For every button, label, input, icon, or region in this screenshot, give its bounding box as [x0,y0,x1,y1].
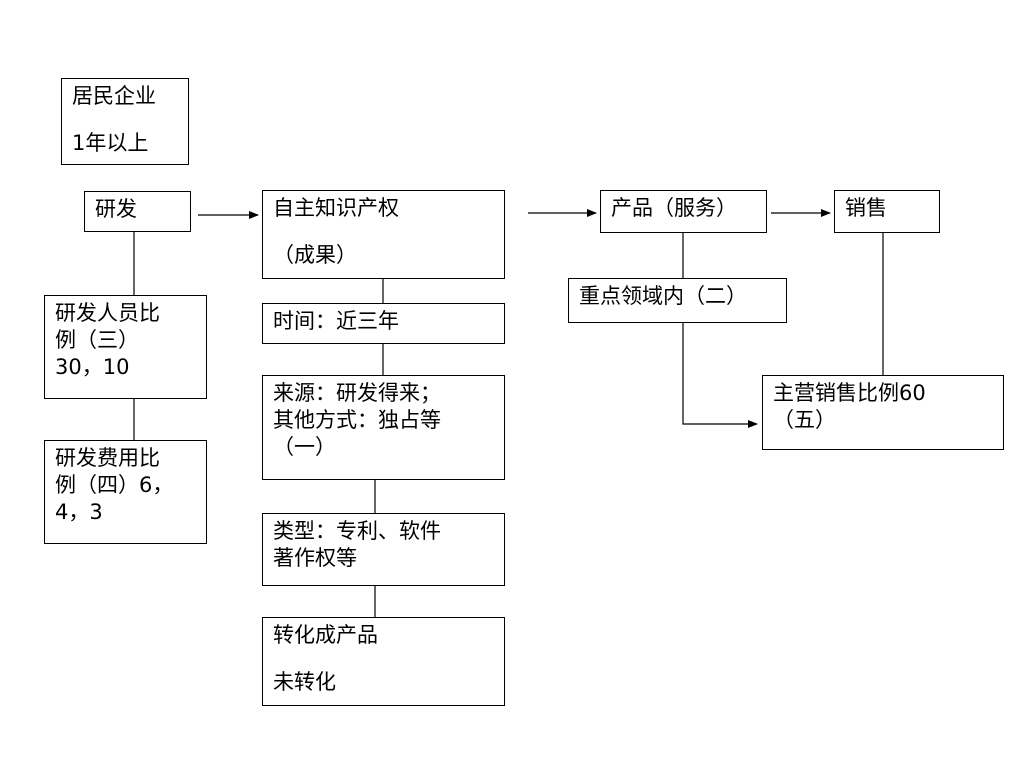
node-type-line-2: 著作权等 [273,546,357,570]
node-rnd-cost: 研发费用比 例（四）6， 4，3 [44,440,207,544]
arrow-keyfield-to-mainsales [682,322,758,428]
node-key-field-line-1: 重点领域内（二） [579,284,747,308]
node-rnd-cost-line-1: 研发费用比 [55,446,160,470]
node-convert: 转化成产品 未转化 [262,617,505,706]
node-rnd-cost-line-3: 4，3 [55,500,103,524]
node-main-sales-line-1: 主营销售比例60 [773,381,926,405]
node-ip-line-1: 自主知识产权 [273,196,399,220]
node-residents: 居民企业 1年以上 [61,78,189,165]
node-rnd: 研发 [84,191,191,232]
node-residents-line-1: 居民企业 [72,84,156,108]
node-source: 来源：研发得来； 其他方式：独占等 （一） [262,375,505,480]
node-main-sales-line-2: （五） [773,408,836,432]
node-source-line-3: （一） [273,435,336,459]
node-rnd-staff: 研发人员比 例（三） 30，10 [44,295,207,399]
node-type: 类型：专利、软件 著作权等 [262,513,505,586]
node-ip-line-2: （成果） [273,243,357,267]
node-product-line-1: 产品（服务） [611,196,737,220]
node-rnd-line-1: 研发 [95,197,137,221]
node-ip: 自主知识产权 （成果） [262,190,505,279]
node-type-line-1: 类型：专利、软件 [273,519,441,543]
node-product: 产品（服务） [600,190,767,233]
node-rnd-staff-line-2: 例（三） [55,328,139,352]
node-rnd-staff-line-1: 研发人员比 [55,301,160,325]
node-time: 时间：近三年 [262,303,505,344]
node-source-line-2: 其他方式：独占等 [273,408,441,432]
node-key-field: 重点领域内（二） [568,278,787,323]
node-sales-line-1: 销售 [845,196,887,220]
node-source-line-1: 来源：研发得来； [273,381,441,405]
node-sales: 销售 [834,190,940,233]
node-convert-line-1: 转化成产品 [273,623,378,647]
node-time-line-1: 时间：近三年 [273,309,399,333]
node-rnd-cost-line-2: 例（四）6， [55,473,174,497]
node-convert-line-2: 未转化 [273,670,336,694]
node-rnd-staff-line-3: 30，10 [55,355,130,379]
node-main-sales: 主营销售比例60 （五） [762,375,1004,450]
node-residents-line-2: 1年以上 [72,131,149,155]
